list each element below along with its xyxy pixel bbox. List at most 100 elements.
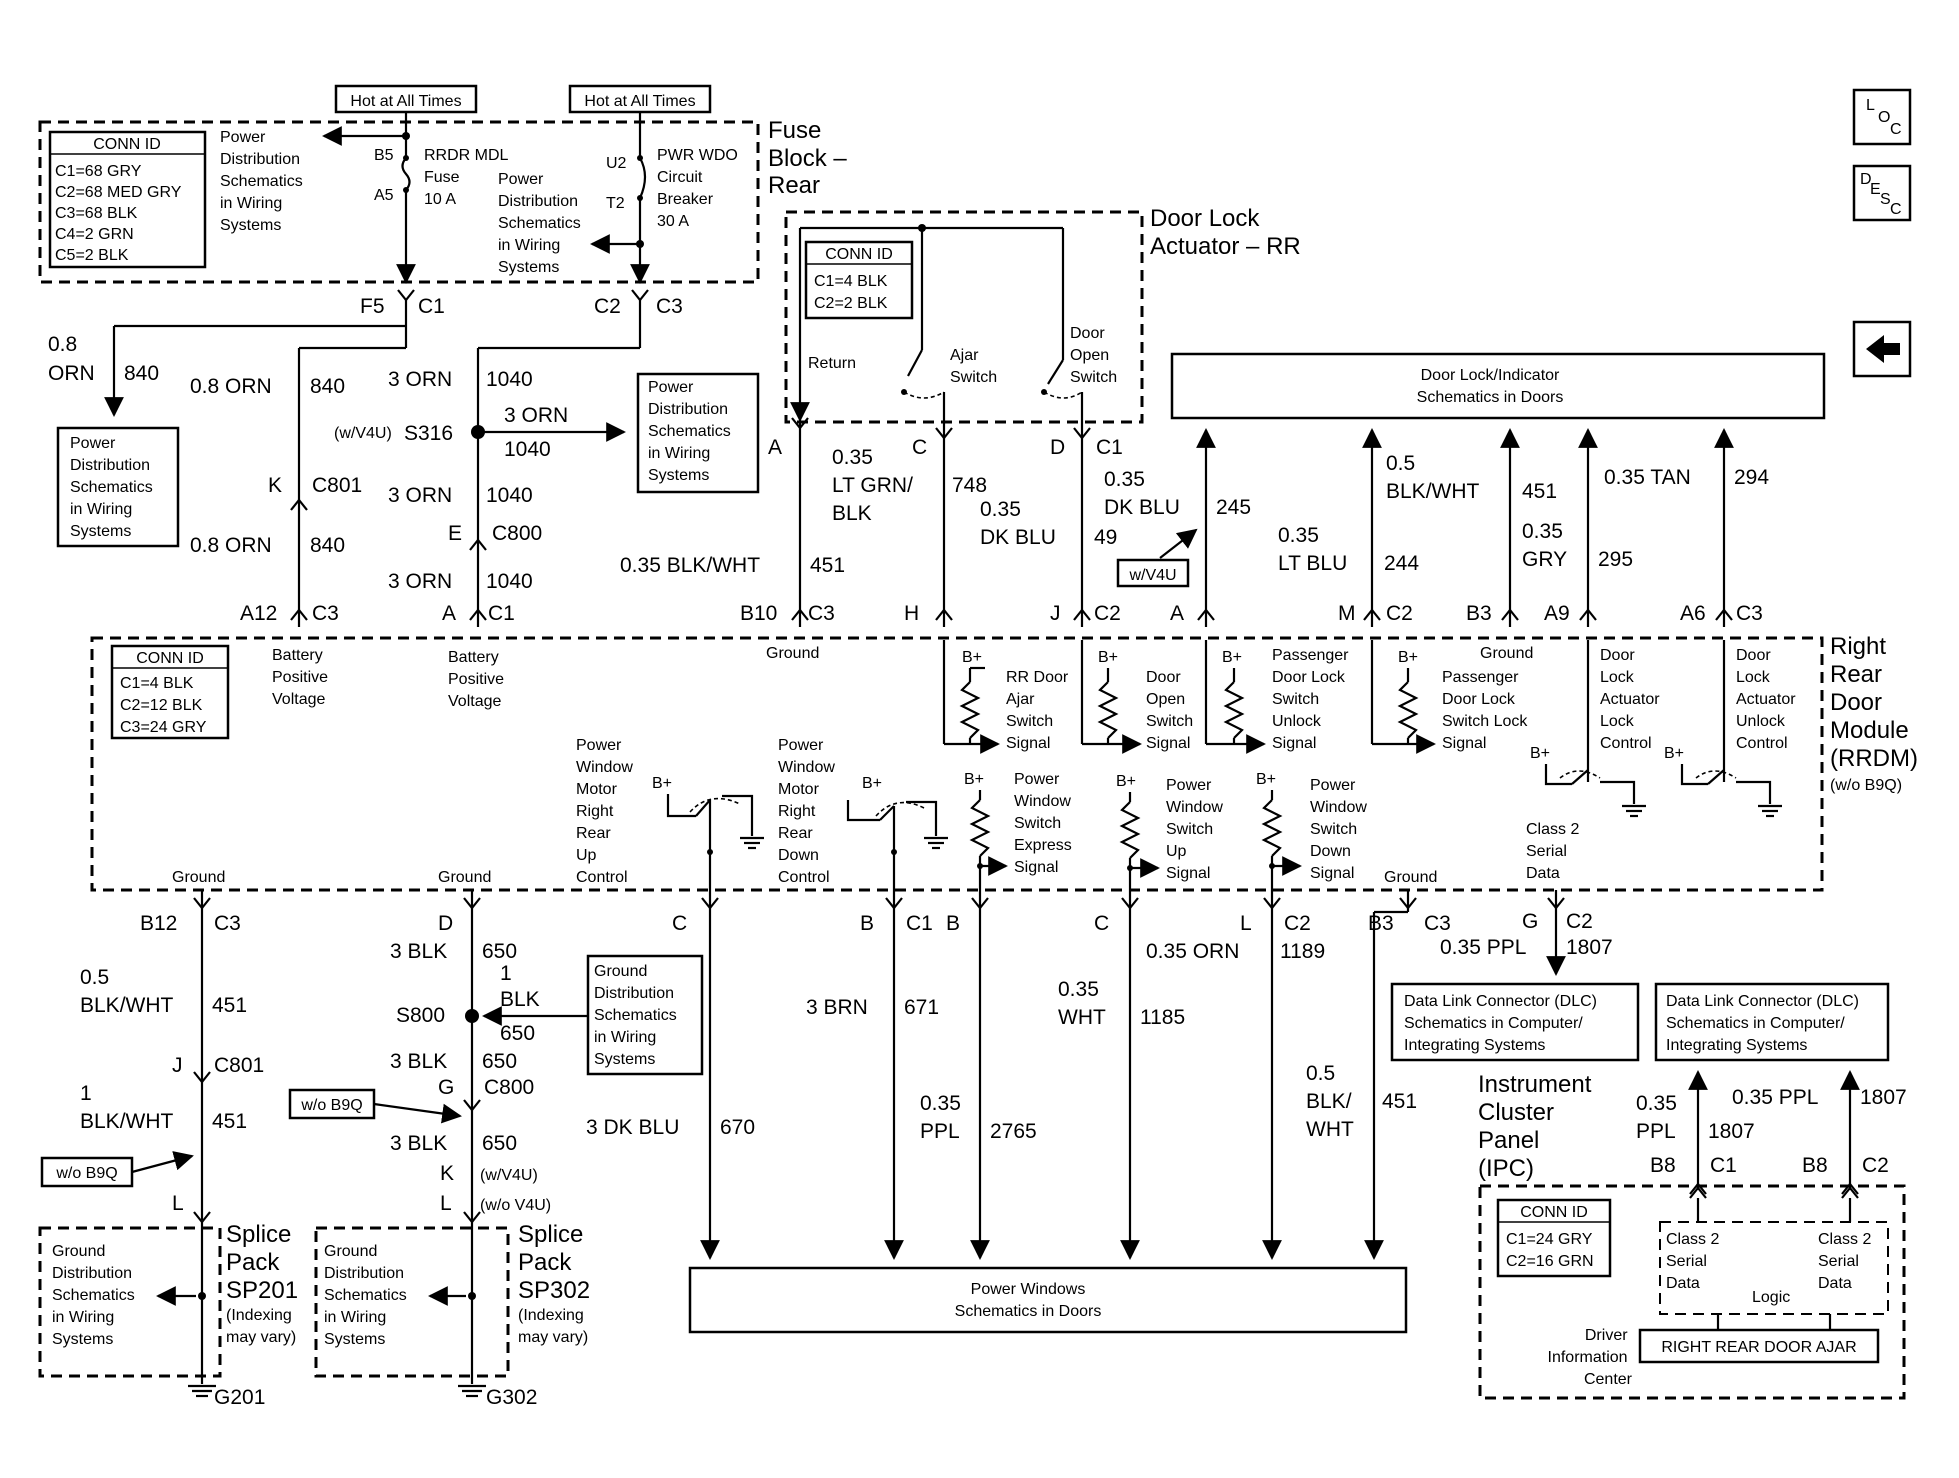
svg-text:3 ORN: 3 ORN xyxy=(388,570,452,593)
svg-text:0.35 BLK/WHT: 0.35 BLK/WHT xyxy=(620,554,760,577)
svg-text:w/o B9Q: w/o B9Q xyxy=(55,1165,117,1182)
instrument-cluster-ipc: Instrument Cluster Panel (IPC) 0.35 PPL … xyxy=(1478,1070,1907,1400)
svg-text:451: 451 xyxy=(212,1110,247,1133)
svg-text:451: 451 xyxy=(810,554,845,577)
svg-text:Ground Distribution: Ground Distribution Schematics in Wiring… xyxy=(324,1243,411,1348)
svg-text:Power Window S: Power Window Switch Express Signal xyxy=(1014,771,1076,876)
svg-text:0.5: 0.5 xyxy=(1306,1062,1335,1085)
svg-text:0.8 ORN: 0.8 ORN xyxy=(190,375,272,398)
svg-text:C1=24 GRY C2=16 GRN: C1=24 GRY C2=16 GRN xyxy=(1506,1231,1597,1270)
svg-text:C1=4 BLK C2=12 BLK: C1=4 BLK C2=12 BLK C3=24 GRY xyxy=(120,675,207,736)
pw-switch-express-input: B+ Power Window Switch Express Signal xyxy=(964,771,1076,890)
svg-text:Driver Information: Driver Information Center xyxy=(1548,1327,1633,1388)
pds-ref-mid: Power Distribution Schematics in Wiring … xyxy=(498,171,585,276)
svg-text:G: G xyxy=(1522,910,1538,933)
svg-text:C1=4 BLK C2=2 BLK: C1=4 BLK C2=2 BLK xyxy=(814,273,892,312)
actuator-title: Door Lock Actuator – RR xyxy=(1150,205,1301,260)
back-arrow-icon xyxy=(1866,335,1900,363)
svg-text:1: 1 xyxy=(80,1082,92,1105)
svg-text:B+: B+ xyxy=(1116,773,1136,790)
svg-text:2765: 2765 xyxy=(990,1120,1037,1143)
pw-switch-down-input: B+ Power Window Switch Down Signal xyxy=(1256,771,1367,890)
svg-text:C3: C3 xyxy=(214,912,241,935)
power-windows-box xyxy=(688,1266,1408,1334)
door-open-input: B+ Door Open Switch Signal xyxy=(1080,640,1193,754)
svg-text:L: L xyxy=(1866,97,1875,114)
ipc-conn-id xyxy=(1496,1198,1612,1278)
door-lock-indicator-box xyxy=(1170,352,1826,420)
svg-text:CONN ID: CONN ID xyxy=(825,246,893,263)
loc-button[interactable]: L O C xyxy=(1852,88,1912,146)
door-open-switch-label: Door Open Switch xyxy=(1070,325,1117,386)
svg-text:0.35: 0.35 xyxy=(1058,978,1099,1001)
svg-text:Ground: Ground xyxy=(1384,869,1437,886)
actuator-lock-control: Door Lock Actuator Lock Control B+ xyxy=(1530,640,1664,818)
pds-ref-left: Power Distribution Schematics in Wiring … xyxy=(220,129,307,234)
svg-text:G: G xyxy=(438,1076,454,1099)
svg-text:BLK/WHT: BLK/WHT xyxy=(80,994,174,1017)
svg-text:650: 650 xyxy=(482,1050,517,1073)
svg-text:BLK/WHT: BLK/WHT xyxy=(1386,480,1480,503)
svg-text:Door Lock Actu: Door Lock Actuator Lock Control xyxy=(1600,647,1664,752)
actuator-outline xyxy=(784,210,1144,424)
actuator-unlock-control: Door Lock Actuator Unlock Control B+ xyxy=(1664,640,1796,818)
svg-text:B+: B+ xyxy=(1398,649,1418,666)
svg-text:Logic: Logic xyxy=(1752,1289,1790,1306)
svg-text:B12: B12 xyxy=(140,912,177,935)
svg-text:Instrument Cluster: Instrument Cluster Panel (IPC) xyxy=(1478,1071,1598,1182)
w-v4u-box xyxy=(1116,558,1190,588)
splice-pack-sp302: Ground Distribution Schematics in Wiring… xyxy=(314,1221,590,1409)
svg-text:C2: C2 xyxy=(594,295,621,318)
svg-text:Class 2 Serial Dat: Class 2 Serial Data xyxy=(1666,1231,1724,1292)
svg-text:LT GRN/: LT GRN/ xyxy=(832,474,913,497)
svg-text:J: J xyxy=(172,1054,183,1077)
door-lock-actuator-rr: Door Lock Actuator – RR CONN ID C1=4 BLK… xyxy=(784,205,1301,424)
svg-text:E: E xyxy=(448,522,462,545)
conn-id-list: C1=68 GRY C2=68 MED GRY C3=68 BLK C4=2 G… xyxy=(55,163,186,264)
svg-text:ORN: ORN xyxy=(48,362,95,385)
circuit-breaker-symbol xyxy=(638,157,647,199)
svg-text:K: K xyxy=(440,1162,454,1185)
passenger-unlock-input: B+ Passenger Door Lock Switch Unlock Sig… xyxy=(1204,640,1349,754)
svg-text:CONN ID: CONN ID xyxy=(1520,1204,1588,1221)
upper-wiring: 0.8 ORN 840 0.8 ORN 840 0.8 ORN 840 K C8… xyxy=(48,300,760,627)
fuse-block-outline xyxy=(38,120,760,284)
svg-text:J: J xyxy=(1050,602,1061,625)
svg-text:C3: C3 xyxy=(312,602,339,625)
rrdm-outline xyxy=(90,636,1824,892)
gds-box-top xyxy=(586,954,704,1076)
svg-text:0.35 ORN: 0.35 ORN xyxy=(1146,940,1239,963)
wo-b9q-box-left xyxy=(40,1156,134,1188)
desc-button[interactable]: D E S C xyxy=(1852,164,1912,222)
svg-text:0.35: 0.35 xyxy=(1636,1092,1677,1115)
svg-text:294: 294 xyxy=(1734,466,1769,489)
svg-text:0.35: 0.35 xyxy=(1278,524,1319,547)
svg-text:0.5: 0.5 xyxy=(80,966,109,989)
svg-text:3 BLK: 3 BLK xyxy=(390,940,447,963)
svg-text:B+: B+ xyxy=(1664,745,1684,762)
svg-text:A9: A9 xyxy=(1544,602,1570,625)
svg-text:3 BLK: 3 BLK xyxy=(390,1050,447,1073)
svg-text:0.35: 0.35 xyxy=(832,446,873,469)
svg-text:840: 840 xyxy=(310,534,345,557)
svg-text:1185: 1185 xyxy=(1140,1006,1185,1029)
svg-text:WHT: WHT xyxy=(1058,1006,1106,1029)
svg-text:49: 49 xyxy=(1094,526,1117,549)
ground-g302: G302 xyxy=(486,1386,537,1409)
svg-text:1189: 1189 xyxy=(1280,940,1325,963)
back-arrow-button[interactable] xyxy=(1852,320,1912,378)
svg-text:B10: B10 xyxy=(740,602,777,625)
svg-text:C2: C2 xyxy=(1566,910,1593,933)
svg-text:Power Window M: Power Window Motor Right Rear Down Contr… xyxy=(778,737,839,886)
svg-text:1807: 1807 xyxy=(1708,1120,1755,1143)
svg-text:3 ORN: 3 ORN xyxy=(388,368,452,391)
svg-text:CONN ID: CONN ID xyxy=(136,650,204,667)
svg-text:L: L xyxy=(440,1192,452,1215)
svg-text:1: 1 xyxy=(500,962,512,985)
svg-text:A: A xyxy=(1170,602,1184,625)
svg-text:F5: F5 xyxy=(360,295,385,318)
dlc-box-right xyxy=(1654,982,1890,1062)
svg-text:1040: 1040 xyxy=(486,484,533,507)
svg-text:C1: C1 xyxy=(1096,436,1123,459)
svg-text:M: M xyxy=(1338,602,1356,625)
